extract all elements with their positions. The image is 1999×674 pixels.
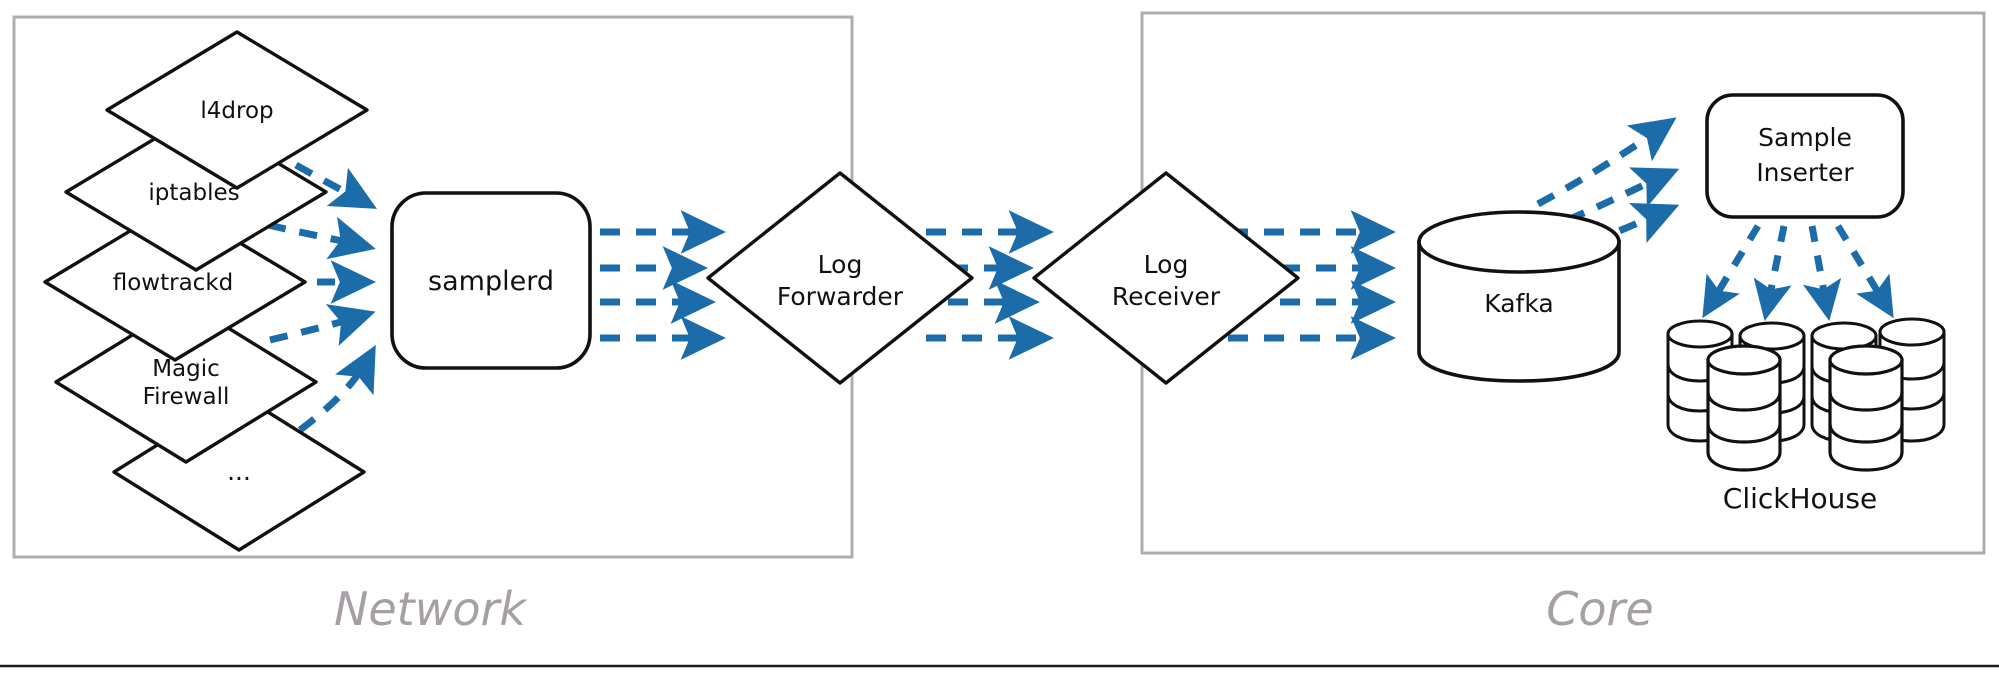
magic-firewall-shape (54, 300, 318, 464)
edges-samplerd-to-log-forwarder (600, 210, 726, 360)
log-forwarder-label-line2: Forwarder (777, 282, 904, 311)
edge-l4drop-to-samplerd (294, 161, 377, 209)
edge-kafka-to-inserter-1 (1536, 117, 1677, 208)
edge-inserter-to-clickhouse-2 (1753, 225, 1792, 321)
edges-sample-inserter-to-clickhouse (1702, 224, 1894, 321)
node-log-receiver[interactable]: Log Receiver (1032, 171, 1300, 385)
log-receiver-label-line1: Log (1144, 250, 1189, 279)
clickhouse-db-icon-5 (1706, 344, 1782, 472)
l4drop-shape (105, 30, 369, 190)
flowtrackd-label: flowtrackd (113, 270, 234, 296)
log-receiver-label-line2: Receiver (1112, 282, 1221, 311)
edge-magicfw-to-samplerd (269, 304, 376, 346)
node-log-forwarder[interactable]: Log Forwarder (706, 171, 974, 385)
group-core-label: Core (1546, 582, 1653, 636)
edge-more-to-samplerd (297, 344, 376, 433)
edge-kafka-to-inserter-2 (1536, 167, 1680, 236)
group-network-label: Network (334, 582, 528, 636)
node-samplerd[interactable]: samplerd (390, 191, 592, 370)
clickhouse-label: ClickHouse (1723, 482, 1877, 515)
l4drop-label: l4drop (200, 98, 273, 124)
node-l4drop[interactable]: l4drop (105, 30, 369, 190)
kafka-top-ellipse (1417, 210, 1621, 274)
node-kafka[interactable]: Kafka (1417, 210, 1621, 383)
clickhouse-db-icon-6 (1828, 344, 1904, 472)
samplerd-shape (390, 191, 592, 370)
magic-firewall-label-line1: Magic (152, 356, 220, 382)
edge-inserter-to-clickhouse-4 (1835, 224, 1894, 319)
more-sources-label: ... (227, 457, 251, 486)
magic-firewall-label-line2: Firewall (143, 384, 230, 410)
node-sample-inserter[interactable]: Sample Inserter (1705, 93, 1905, 219)
edge-iptables-to-samplerd (267, 216, 376, 260)
log-forwarder-shape (706, 171, 974, 385)
log-receiver-shape (1032, 171, 1300, 385)
samplerd-label: samplerd (428, 266, 554, 297)
node-magic-firewall[interactable]: Magic Firewall (54, 300, 318, 464)
log-forwarder-label-line1: Log (818, 250, 863, 279)
kafka-body (1417, 240, 1621, 383)
sample-inserter-shape (1705, 93, 1905, 219)
edge-inserter-to-clickhouse-1 (1702, 224, 1761, 319)
sample-inserter-label-line2: Inserter (1756, 158, 1854, 187)
edge-inserter-to-clickhouse-3 (1802, 225, 1842, 321)
iptables-label: iptables (148, 180, 239, 206)
sample-inserter-label-line1: Sample (1758, 123, 1852, 152)
clickhouse-front-row (1706, 344, 1904, 472)
kafka-label: Kafka (1484, 289, 1553, 318)
node-clickhouse[interactable]: ClickHouse (1666, 317, 1946, 515)
edges-log-receiver-to-kafka (1228, 210, 1396, 360)
